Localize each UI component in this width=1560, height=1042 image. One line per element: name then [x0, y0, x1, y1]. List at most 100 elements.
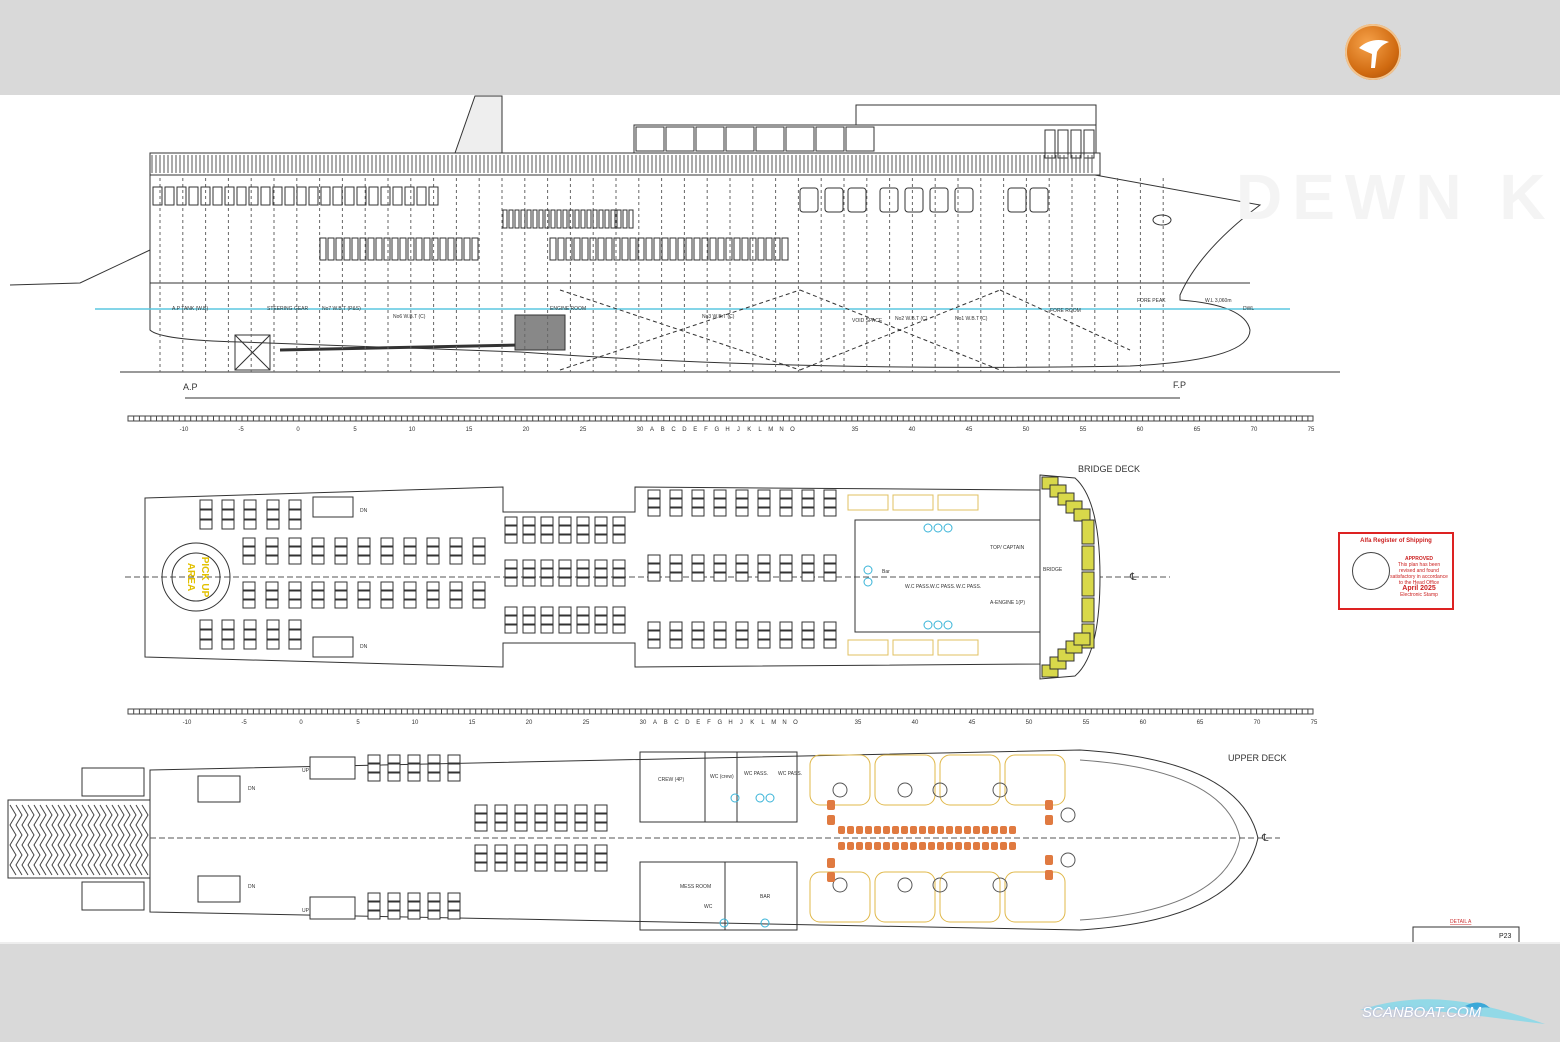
stamp-line: satisfactory in accordance [1390, 574, 1448, 580]
scanboat-watermark[interactable]: SCANBOAT.COM [1362, 1004, 1482, 1021]
chair [964, 842, 971, 850]
ruler-label: 70 [1251, 427, 1258, 433]
ruler-letter: C [671, 427, 676, 433]
window [581, 237, 589, 261]
bird-logo-icon[interactable] [1345, 24, 1401, 80]
window [749, 237, 757, 261]
booth [874, 754, 936, 806]
seat [647, 630, 661, 640]
window [1029, 187, 1049, 213]
wheelhouse-window [1057, 129, 1069, 159]
window [431, 237, 439, 261]
ruler-label: 0 [299, 720, 303, 726]
chair [827, 872, 835, 882]
window [824, 187, 844, 213]
label-mess-room: MESS ROOM [680, 884, 711, 890]
window [428, 186, 439, 206]
window [765, 237, 773, 261]
window [164, 186, 175, 206]
seat [288, 537, 302, 547]
stamp-approved: APPROVED [1404, 556, 1434, 562]
label-up-2: UP [302, 908, 310, 914]
ruler-letter: A [650, 427, 654, 433]
detail-a-ref: P23 [1499, 933, 1512, 940]
seat [221, 619, 235, 630]
chair [910, 826, 917, 834]
hull-outline [149, 174, 1262, 368]
seat [288, 619, 302, 630]
ruler-letter: J [740, 720, 743, 726]
seat [447, 910, 461, 920]
sink-icon [755, 793, 765, 803]
seat [449, 590, 463, 600]
chair [856, 842, 863, 850]
label-crew: CREW (4P) [658, 777, 684, 783]
window [308, 186, 319, 206]
window [701, 237, 709, 261]
seat [594, 534, 608, 544]
window [359, 237, 367, 261]
seat [574, 813, 588, 823]
window [538, 209, 544, 229]
upper-deck-seating [197, 754, 775, 928]
seat [801, 621, 815, 631]
ruler-letter: K [750, 720, 754, 726]
seat [522, 606, 536, 616]
sink-icon [923, 620, 933, 630]
window [514, 209, 520, 229]
ruler-label: 5 [353, 427, 357, 433]
label-fore-room: FORE ROOM [1050, 308, 1081, 314]
ramp-grating [111, 804, 119, 876]
window [368, 186, 379, 206]
seat [801, 630, 815, 640]
ramp-grating [105, 804, 113, 876]
seat [266, 519, 280, 530]
window [320, 186, 331, 206]
seat [823, 639, 837, 649]
label-dn-2: DN [248, 884, 256, 890]
seat [243, 499, 257, 510]
window [799, 187, 819, 213]
upper-deck-title: UPPER DECK [1228, 753, 1287, 763]
seat [735, 554, 749, 564]
seat [407, 754, 421, 764]
chair [928, 826, 935, 834]
chair [865, 842, 872, 850]
stairs [197, 775, 241, 803]
seat [504, 516, 518, 526]
ruler-label: 65 [1197, 720, 1204, 726]
window [605, 237, 613, 261]
table [992, 782, 1008, 798]
seat [594, 822, 608, 832]
seat [522, 525, 536, 535]
label-ap: A.P [183, 382, 198, 392]
booth [939, 754, 1001, 806]
seat [612, 559, 626, 569]
ramp-grating [75, 804, 83, 876]
profile-elevation [9, 95, 1340, 399]
ruler-label: 60 [1140, 720, 1147, 726]
seat [447, 901, 461, 911]
bench [847, 639, 889, 656]
seat [514, 853, 528, 863]
table [932, 877, 948, 893]
seat [801, 498, 815, 508]
seat [735, 621, 749, 631]
seat [558, 525, 572, 535]
label-engine-room: ENGINE ROOM [550, 306, 586, 312]
seat [472, 581, 486, 591]
booth [1004, 754, 1066, 806]
booth [1004, 871, 1066, 923]
seat [691, 498, 705, 508]
seat [514, 862, 528, 872]
seat [594, 862, 608, 872]
window-panel [1081, 519, 1095, 545]
seat [647, 572, 661, 582]
chair [838, 826, 845, 834]
seat [427, 772, 441, 782]
seat [801, 572, 815, 582]
bench [892, 494, 934, 511]
seat [576, 516, 590, 526]
label-up-1: UP [302, 768, 310, 774]
